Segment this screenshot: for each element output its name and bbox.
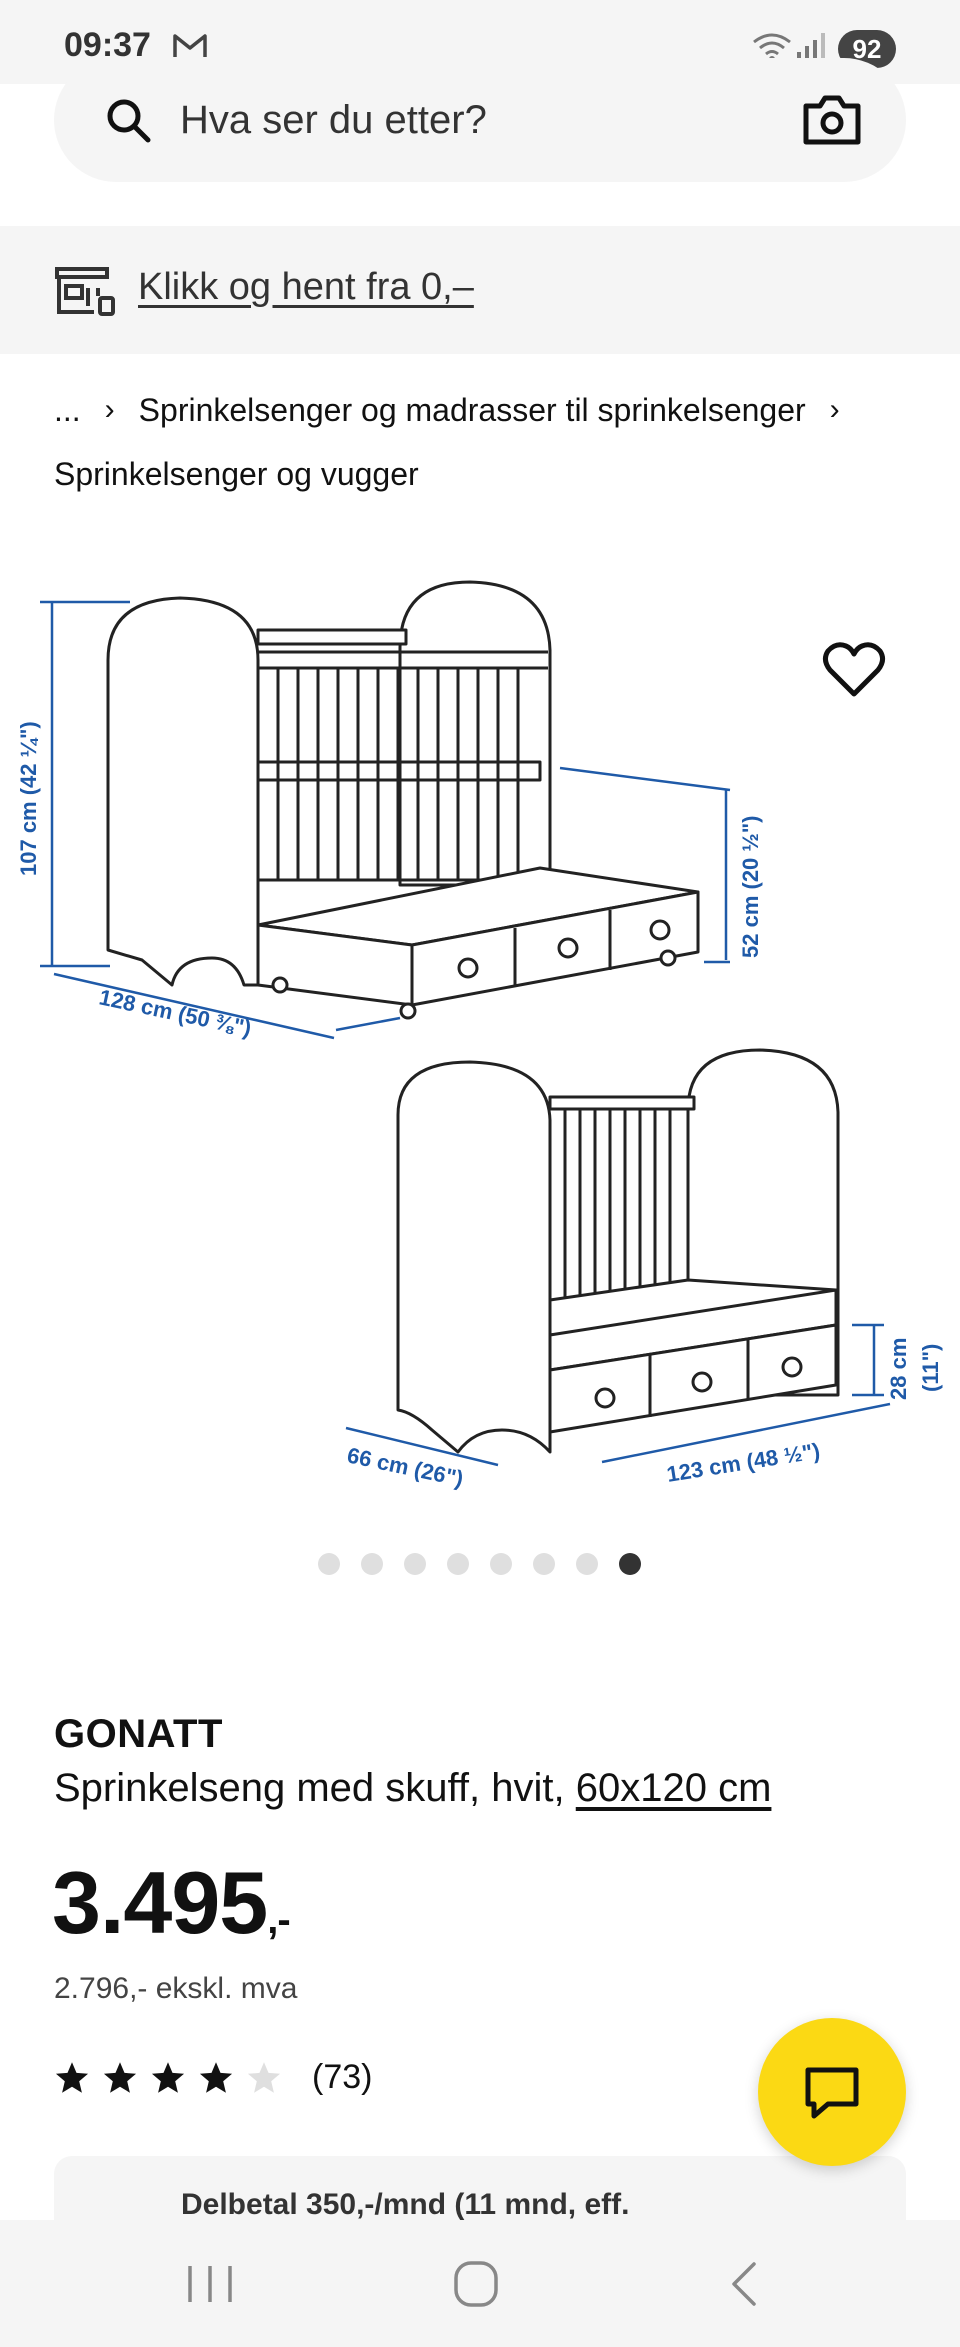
system-navigation-bar bbox=[0, 2220, 960, 2347]
store-icon bbox=[55, 267, 115, 316]
chevron-right-icon: › bbox=[829, 393, 840, 426]
chat-button[interactable] bbox=[758, 2018, 906, 2166]
carousel-indicator bbox=[318, 1553, 641, 1575]
chevron-right-icon: › bbox=[104, 393, 115, 426]
review-count[interactable]: (73) bbox=[312, 2058, 373, 2096]
home-icon[interactable] bbox=[446, 2256, 506, 2312]
star-filled-icon bbox=[103, 2061, 137, 2093]
mail-icon bbox=[173, 34, 207, 57]
product-dimension-drawing: 107 cm (42 ¼") 128 cm (50 ⅜") 52 cm (20 … bbox=[16, 580, 943, 1491]
chat-icon bbox=[805, 2067, 859, 2119]
search-icon bbox=[107, 99, 151, 143]
product-description-text: Sprinkelseng med skuff, hvit, bbox=[54, 1766, 576, 1810]
carousel-dot[interactable] bbox=[361, 1553, 383, 1575]
product-size-link[interactable]: 60x120 cm bbox=[575, 1766, 772, 1810]
financing-text: Delbetal 350,-/mnd (11 mnd, eff. bbox=[181, 2188, 630, 2221]
star-filled-icon bbox=[55, 2061, 89, 2093]
camera-icon[interactable] bbox=[800, 90, 864, 150]
price-value: 3.495 bbox=[52, 1853, 268, 1952]
star-empty-icon bbox=[247, 2061, 281, 2093]
back-icon[interactable] bbox=[716, 2256, 776, 2312]
product-description: Sprinkelseng med skuff, hvit, 60x120 cm bbox=[54, 1766, 771, 1811]
dimension-length-label: 128 cm (50 ⅜") bbox=[97, 984, 254, 1041]
rating-stars bbox=[54, 2060, 294, 2096]
breadcrumb-item[interactable]: Sprinkelsenger og madrasser til sprinkel… bbox=[138, 391, 806, 428]
dimension-drawer-height-label: 52 cm (20 ½") bbox=[738, 815, 763, 958]
carousel-dot[interactable] bbox=[318, 1553, 340, 1575]
heart-icon[interactable] bbox=[822, 640, 886, 700]
carousel-dot[interactable] bbox=[490, 1553, 512, 1575]
carousel-dot[interactable] bbox=[619, 1553, 641, 1575]
carousel-dot[interactable] bbox=[576, 1553, 598, 1575]
carousel-dot[interactable] bbox=[533, 1553, 555, 1575]
breadcrumb-item[interactable]: Sprinkelsenger og vugger bbox=[54, 455, 419, 492]
carousel-dot[interactable] bbox=[404, 1553, 426, 1575]
breadcrumb: ... › Sprinkelsenger og madrasser til sp… bbox=[54, 386, 934, 498]
recent-apps-icon[interactable] bbox=[180, 2256, 240, 2312]
product-image-gallery[interactable]: 107 cm (42 ¼") 128 cm (50 ⅜") 52 cm (20 … bbox=[0, 560, 960, 1520]
price-ex-vat: 2.796,- ekskl. mva bbox=[54, 1972, 298, 2005]
product-price: 3.495,- bbox=[52, 1852, 291, 1954]
dimension-base-height-label: 28 cm bbox=[886, 1338, 911, 1400]
star-filled-icon bbox=[199, 2061, 233, 2093]
dimension-height-label: 107 cm (42 ¼") bbox=[16, 721, 41, 876]
click-and-collect-banner[interactable]: Klikk og hent fra 0,– bbox=[0, 226, 960, 354]
search-bar[interactable] bbox=[54, 58, 906, 182]
product-rating[interactable]: (73) bbox=[54, 2058, 372, 2097]
carousel-dot[interactable] bbox=[447, 1553, 469, 1575]
click-and-collect-link[interactable]: Klikk og hent fra 0,– bbox=[138, 266, 474, 308]
signal-icon bbox=[797, 33, 825, 61]
product-brand: GONATT bbox=[54, 1712, 223, 1756]
search-input[interactable] bbox=[180, 88, 740, 152]
status-time: 09:37 bbox=[64, 26, 151, 64]
star-filled-icon bbox=[151, 2061, 185, 2093]
price-suffix: ,- bbox=[267, 1898, 290, 1942]
breadcrumb-ellipsis[interactable]: ... bbox=[54, 391, 81, 428]
dimension-width-label: 66 cm (26") bbox=[345, 1442, 466, 1491]
dimension-base-height-inch-label: (11") bbox=[918, 1344, 943, 1392]
